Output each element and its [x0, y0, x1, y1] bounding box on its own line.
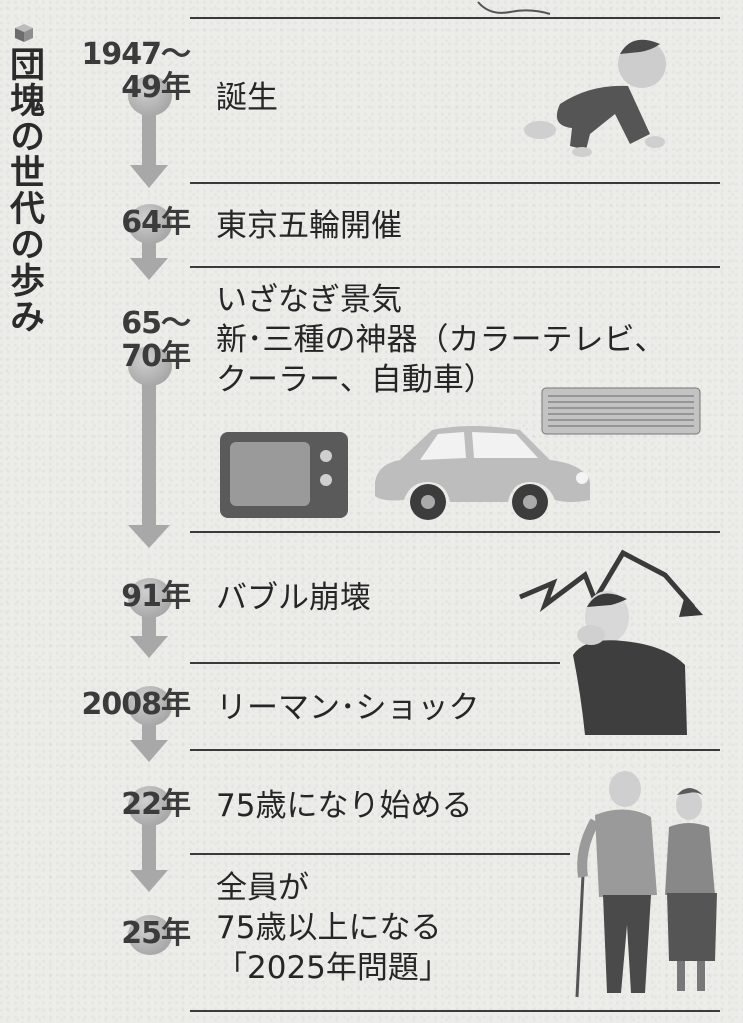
year-circle	[128, 915, 172, 955]
event-text: いざなぎ景気 新･三種の神器（カラーテレビ、 クーラー、自動車）	[216, 282, 666, 398]
year-circle	[128, 204, 172, 244]
crawling-baby-illustration	[524, 39, 666, 157]
year-circle	[128, 76, 172, 116]
year-label: 22年	[121, 787, 191, 822]
divider	[190, 182, 720, 184]
year-label: 2008年	[81, 687, 192, 722]
year-label: 65〜70年	[121, 306, 191, 374]
divider	[190, 1010, 720, 1012]
event-text: バブル崩壊	[216, 580, 371, 616]
event-text: リーマン･ショック	[216, 690, 480, 726]
cube-icon	[15, 24, 33, 42]
diagram-title: 団塊の世代の歩み	[4, 22, 44, 334]
divider	[190, 749, 720, 751]
divider	[190, 853, 570, 855]
divider	[190, 662, 560, 664]
car-illustration	[375, 426, 590, 520]
event-text: 全員が 75歳以上になる 「2025年問題」	[216, 870, 450, 986]
year-label: 1947〜49年	[81, 37, 192, 105]
year-circle	[128, 346, 172, 386]
year-label: 91年	[121, 579, 191, 614]
title-text: 団塊の世代の歩み	[4, 46, 44, 334]
event-text: 75歳になり始める	[216, 788, 473, 824]
divider	[190, 17, 720, 19]
divider	[190, 266, 720, 268]
event-text: 東京五輪開催	[216, 208, 402, 244]
year-circle	[128, 578, 172, 618]
divider	[190, 531, 720, 533]
air-conditioner-illustration	[541, 387, 701, 435]
year-label: 25年	[121, 916, 191, 951]
television-illustration	[220, 432, 348, 518]
year-circle	[128, 786, 172, 826]
elderly-couple-illustration	[575, 771, 717, 998]
year-circle	[128, 686, 172, 726]
event-text: 誕生	[216, 80, 278, 116]
top-sketch-illustration	[477, 1, 551, 15]
year-label: 64年	[121, 205, 191, 240]
bubble-collapse-illustration	[519, 549, 703, 735]
